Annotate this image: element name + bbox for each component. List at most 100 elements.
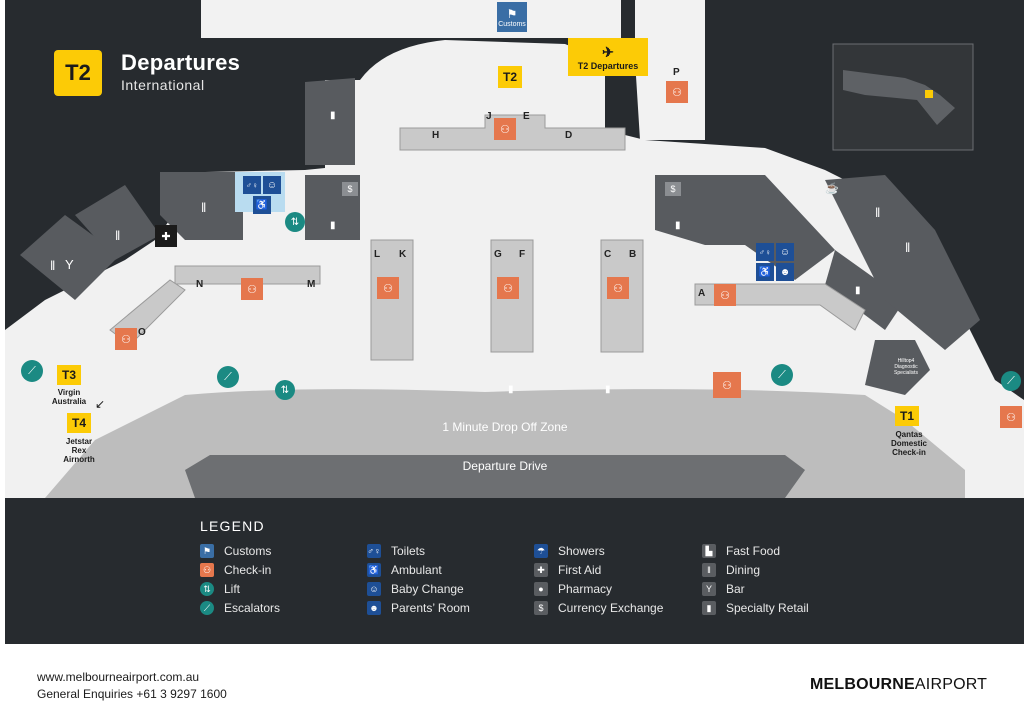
t1-badge[interactable]: T1 — [895, 406, 919, 426]
page-subtitle: International — [121, 77, 205, 93]
fast-food-icon: ☕ — [825, 183, 839, 195]
t1-airline-label: Qantas Domestic Check-in — [877, 430, 941, 457]
dining-icon: ǁ — [115, 228, 121, 243]
t2-departures-label: T2 Departures — [577, 60, 639, 71]
gate-l: L — [374, 249, 381, 260]
check-in-icon: ⚇ — [713, 372, 741, 398]
legend-label: Showers — [558, 544, 605, 558]
t4-line2: Rex — [71, 446, 87, 455]
lift-icon: ⇅ — [275, 380, 295, 400]
gate-h: H — [432, 130, 440, 141]
enquiries-phone: General Enquiries +61 3 9297 1600 — [37, 687, 227, 701]
check-in-icon: ⚇ — [494, 118, 516, 140]
specialty-retail-icon: ▮ — [675, 220, 681, 231]
t3-line2: Australia — [51, 397, 87, 406]
escalator-icon: ⟋ — [771, 364, 793, 386]
baby-change-icon: ☺ — [776, 243, 794, 261]
escalator-icon: ⟋ — [21, 360, 43, 382]
dining-icon: ǁ — [875, 205, 881, 220]
dining-icon: ǁ — [201, 200, 207, 215]
lift-icon: ⇅ — [200, 582, 214, 596]
pharmacy-icon: ● — [534, 582, 548, 596]
check-in-icon: ⚇ — [607, 277, 629, 299]
legend-item: ☂ Showers — [534, 543, 605, 559]
legend-item: ♿ Ambulant — [367, 562, 442, 578]
currency-exchange-icon: $ — [342, 182, 358, 196]
gate-k: K — [399, 249, 407, 260]
currency-exchange-icon: $ — [534, 601, 548, 615]
t2-center-badge: T2 — [498, 66, 522, 88]
legend-label: Currency Exchange — [558, 601, 664, 615]
check-in-icon: ⚇ — [377, 277, 399, 299]
t4-line1: Jetstar — [65, 437, 93, 446]
first-aid-icon: ✚ — [155, 225, 177, 247]
legend-item: ♂♀Toilets — [367, 543, 425, 559]
shop-cluster-far-east — [825, 175, 980, 350]
melbourne-airport-logo: MELBOURNEAIRPORT — [810, 676, 987, 694]
currency-exchange-icon: $ — [665, 182, 681, 196]
departure-drive-label: Departure Drive — [462, 459, 548, 473]
website-link[interactable]: www.melbourneairport.com.au — [37, 670, 200, 684]
legend-label: Bar — [726, 582, 745, 596]
dining-icon: ǁ — [702, 563, 716, 577]
legend-item: ǁ Dining — [702, 562, 760, 578]
terminal-floor-plan — [5, 0, 1024, 498]
legend-item: ●Pharmacy — [534, 581, 612, 597]
shop-cluster-west-2 — [75, 185, 160, 260]
counter-row-west — [174, 265, 321, 285]
specialty-retail-icon: ▮ — [508, 384, 514, 395]
gate-o: O — [138, 327, 146, 338]
specialist-line1: Hilltop4 — [897, 358, 915, 364]
legend-item: ⚑Customs — [200, 543, 271, 559]
gate-d: D — [565, 130, 573, 141]
gate-b: B — [629, 249, 637, 260]
t1-line1: Qantas — [895, 430, 923, 439]
t4-airline-label: Jetstar Rex Airnorth — [51, 437, 107, 464]
escalator-icon: ⟋ — [1001, 371, 1021, 391]
legend-item: ⇅ Lift — [200, 581, 240, 597]
gate-j: J — [486, 111, 492, 122]
legend-label: Ambulant — [391, 563, 442, 577]
legend-label: Parents’ Room — [391, 601, 470, 615]
plane-icon: ✈ — [602, 43, 614, 60]
drop-off-zone-label: 1 Minute Drop Off Zone — [442, 420, 568, 434]
legend-label: Dining — [726, 563, 761, 577]
customs-caption: Customs — [498, 20, 526, 28]
island-lk — [370, 239, 414, 361]
logo-bold: MELBOURNE — [810, 676, 915, 693]
legend-label: Customs — [224, 544, 272, 558]
specialists-label: Hilltop4 Diagnostic Specialists — [883, 358, 929, 376]
gate-m: M — [307, 279, 316, 290]
legend-label: Fast Food — [726, 544, 781, 558]
t2-departures-badge[interactable]: ✈ T2 Departures — [568, 38, 648, 76]
legend-item: ☻ Parents’ Room — [367, 600, 470, 616]
bar-icon: Y — [702, 582, 716, 596]
gate-c: C — [604, 249, 612, 260]
legend-label: Lift — [224, 582, 241, 596]
ambulant-icon: ♿ — [253, 196, 271, 214]
t4-badge[interactable]: T4 — [67, 413, 91, 433]
gate-p: P — [673, 67, 680, 78]
page-title: Departures — [121, 50, 241, 75]
terminal-badge: T2 — [54, 50, 102, 96]
t3-badge[interactable]: T3 — [57, 365, 81, 385]
baby-change-icon: ☺ — [263, 176, 281, 194]
legend-title: LEGEND — [200, 518, 265, 534]
legend-panel — [5, 498, 1024, 644]
ambulant-icon: ♿ — [367, 563, 381, 577]
dining-icon: ǁ — [50, 258, 56, 273]
parents-room-icon: ☻ — [367, 601, 381, 615]
counter-row-east — [694, 283, 866, 331]
check-in-icon: ⚇ — [1000, 406, 1022, 428]
specialty-retail-icon: ▮ — [605, 384, 611, 395]
legend-item: ▮Specialty Retail — [702, 600, 809, 616]
gate-a: A — [698, 288, 706, 299]
first-aid-icon: ✚ — [534, 563, 548, 577]
showers-icon: ☂ — [534, 544, 548, 558]
legend-item: ☺Baby Change — [367, 581, 464, 597]
specialty-retail-icon: ▮ — [330, 220, 336, 231]
gate-n: N — [196, 279, 204, 290]
t3-line1: Virgin — [57, 388, 81, 397]
legend-item: ⟋Escalators — [200, 600, 280, 616]
